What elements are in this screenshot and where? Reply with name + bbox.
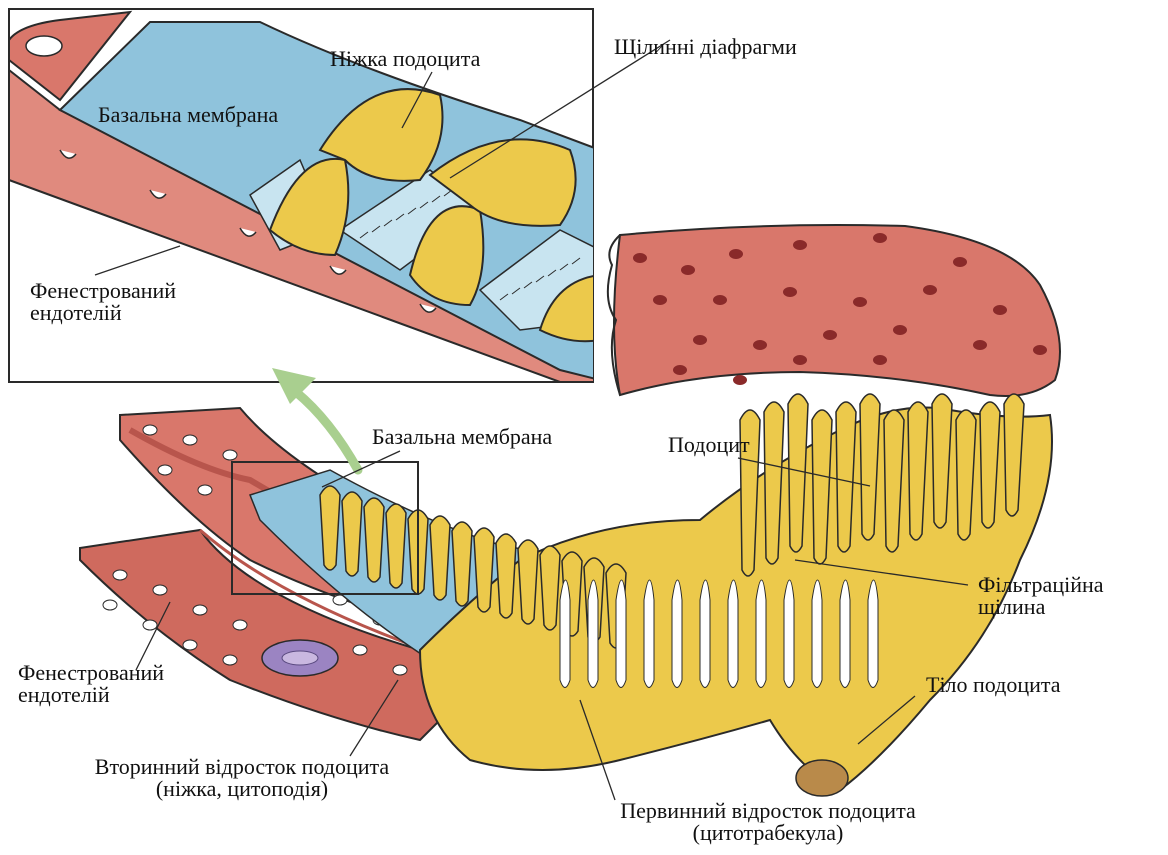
fenestra (1033, 345, 1047, 355)
filtration-slit (588, 580, 598, 688)
filtration-slit (784, 580, 794, 688)
fenestra (693, 335, 707, 345)
fenestra (143, 425, 157, 435)
label-secondary-process: Вторинний відросток подоцита (ніжка, цит… (22, 756, 462, 800)
fenestra (973, 340, 987, 350)
foot-process (430, 516, 450, 600)
fenestra (873, 233, 887, 243)
podocyte-nucleus (796, 760, 848, 796)
fenestra (183, 640, 197, 650)
fenestra (223, 655, 237, 665)
fenestra (733, 375, 747, 385)
inset-label-podocyte-foot: Ніжка подоцита (330, 48, 480, 70)
fenestra (729, 249, 743, 259)
fenestra (158, 465, 172, 475)
filtration-slit (840, 580, 850, 688)
foot-process (320, 486, 340, 570)
fenestra (193, 605, 207, 615)
fenestra (753, 340, 767, 350)
fenestra (393, 665, 407, 675)
filtration-slit (812, 580, 822, 688)
fenestra (853, 297, 867, 307)
inset-label-slit-diaphragms: Щілинні діафрагми (614, 36, 797, 58)
foot-process (386, 504, 406, 588)
fenestra (143, 620, 157, 630)
label-filtration-slit: Фільтраційна щілина (978, 574, 1104, 618)
foot-process (518, 540, 538, 624)
label-podocyte-body: Тіло подоцита (926, 674, 1061, 696)
foot-process (452, 522, 472, 606)
fenestra (353, 645, 367, 655)
fenestra (993, 305, 1007, 315)
filtration-slit (868, 580, 878, 688)
label-podocyte: Подоцит (668, 434, 750, 456)
inset-magnified-view (9, 9, 600, 382)
filtration-slit (560, 580, 570, 688)
fenestra (793, 355, 807, 365)
label-primary-process: Первинний відросток подоцита (цитотрабек… (548, 800, 988, 844)
fenestra (673, 365, 687, 375)
filtration-slit (756, 580, 766, 688)
filtration-slit (728, 580, 738, 688)
label-fenestrated-endothelium: Фенестрований ендотелій (18, 662, 164, 706)
label-basement-membrane: Базальна мембрана (372, 426, 552, 448)
fenestra (823, 330, 837, 340)
foot-process (364, 498, 384, 582)
fenestra (893, 325, 907, 335)
fenestra (103, 600, 117, 610)
filtration-slit (644, 580, 654, 688)
fenestra (713, 295, 727, 305)
inset-label-fenestrated-endothelium: Фенестрований ендотелій (30, 280, 176, 324)
foot-process (342, 492, 362, 576)
fenestra (783, 287, 797, 297)
fenestra (653, 295, 667, 305)
inset-label-basement-membrane: Базальна мембрана (98, 104, 278, 126)
fenestra (793, 240, 807, 250)
foot-process (540, 546, 560, 630)
fenestra (923, 285, 937, 295)
fenestra (873, 355, 887, 365)
fenestra (633, 253, 647, 263)
fenestra (681, 265, 695, 275)
foot-process (496, 534, 516, 618)
fenestra (183, 435, 197, 445)
filtration-slit (616, 580, 626, 688)
fenestra (233, 620, 247, 630)
fenestra (223, 450, 237, 460)
fenestra (953, 257, 967, 267)
fenestra (153, 585, 167, 595)
filtration-slit (672, 580, 682, 688)
foot-process (474, 528, 494, 612)
filtration-slit (700, 580, 710, 688)
fenestra (113, 570, 127, 580)
fenestra (198, 485, 212, 495)
